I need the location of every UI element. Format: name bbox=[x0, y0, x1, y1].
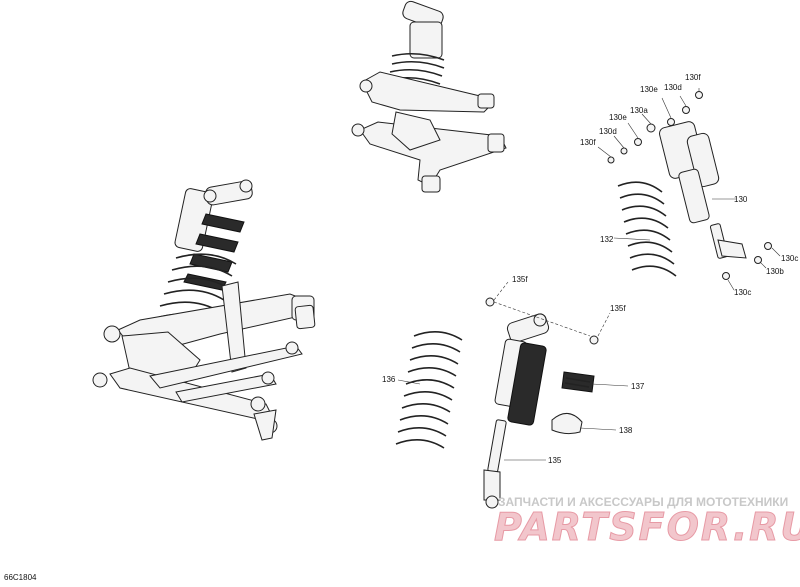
callout-130d: 130d bbox=[599, 127, 617, 136]
watermark-text: ЗАПЧАСТИ И АКСЕССУАРЫ ДЛЯ МОТОТЕХНИКИ bbox=[498, 495, 788, 509]
callout-130a: 130a bbox=[630, 106, 648, 115]
callout-135: 135 bbox=[548, 456, 562, 465]
leader-lines bbox=[397, 88, 781, 461]
callout-130e: 130e bbox=[609, 113, 627, 122]
shock-130-exploded bbox=[607, 91, 772, 280]
callout-135f-right: 135f bbox=[610, 304, 626, 313]
callout-130f: 130f bbox=[580, 138, 596, 147]
callout-130f-top: 130f bbox=[685, 73, 701, 82]
callout-130: 130 bbox=[734, 195, 748, 204]
left-suspension-assembly bbox=[92, 179, 316, 441]
callout-130b: 130b bbox=[766, 267, 784, 276]
watermark-logo: PARTSFOR.RU bbox=[494, 505, 800, 549]
callout-130c-bottom: 130c bbox=[734, 288, 751, 297]
callout-135f-left: 135f bbox=[512, 275, 528, 284]
shock-135-exploded bbox=[395, 297, 599, 509]
diagram-id: 66C1804 bbox=[4, 573, 37, 582]
callout-136: 136 bbox=[382, 375, 396, 384]
callout-137: 137 bbox=[631, 382, 645, 391]
callout-labels: 130f 130e 130d 130a 130e 130d 130f 130 1… bbox=[382, 73, 798, 465]
callout-132: 132 bbox=[600, 235, 614, 244]
watermark: ЗАПЧАСТИ И АКСЕССУАРЫ ДЛЯ МОТОТЕХНИКИ PA… bbox=[494, 495, 800, 550]
top-suspension-assembly bbox=[351, 0, 507, 193]
callout-130e-top: 130e bbox=[640, 85, 658, 94]
callout-130c-right: 130c bbox=[781, 254, 798, 263]
callout-138: 138 bbox=[619, 426, 633, 435]
callout-130d-top: 130d bbox=[664, 83, 682, 92]
